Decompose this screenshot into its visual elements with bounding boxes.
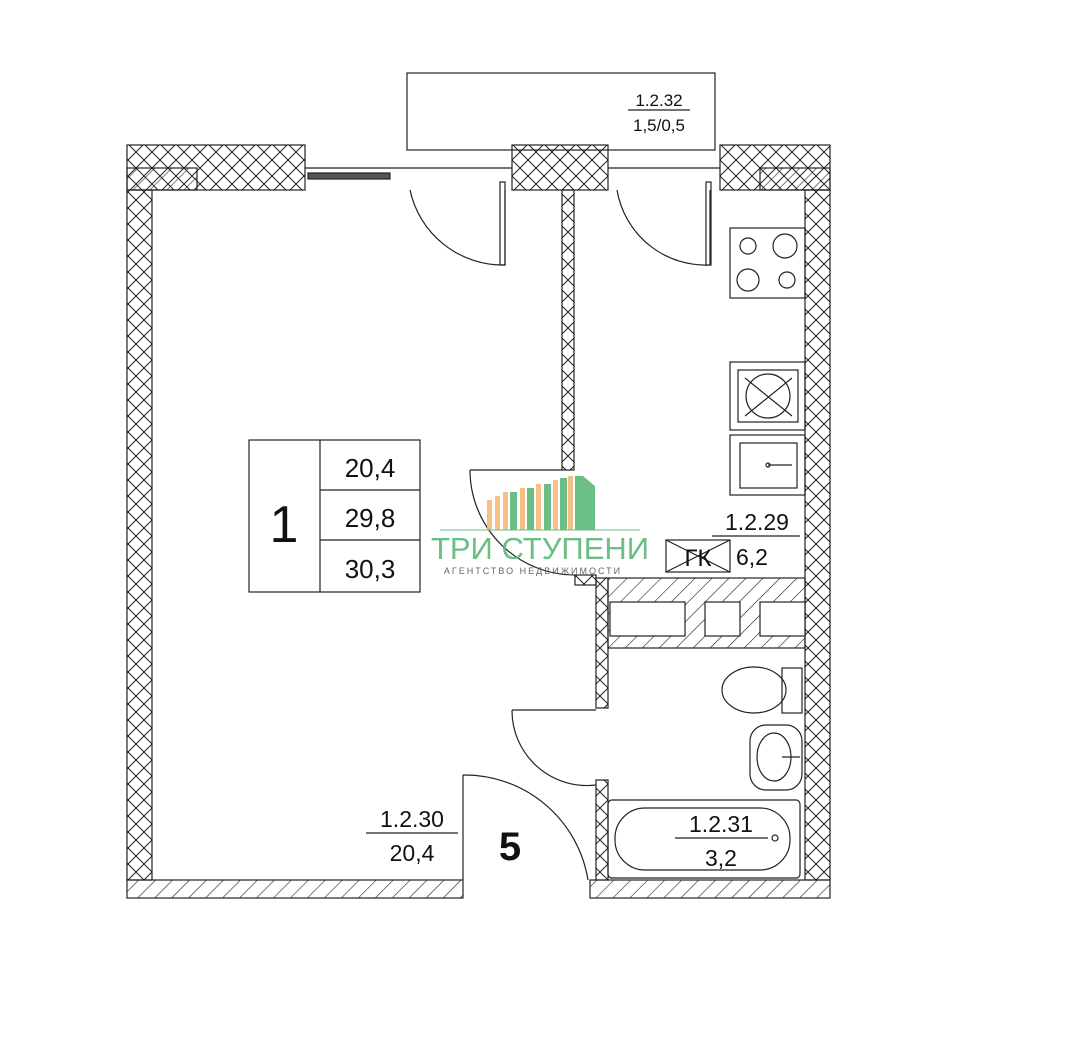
room-area: 1,5/0,5: [633, 116, 685, 135]
room-id: 1.2.31: [689, 811, 753, 837]
room-id: 1.2.30: [380, 806, 444, 832]
door-leaf: [499, 181, 506, 266]
summary-box: [248, 439, 421, 593]
right-wall: [804, 189, 831, 881]
niche: [609, 601, 686, 637]
bathtub: [607, 799, 801, 879]
door-leaf: [705, 181, 712, 266]
balcony: [406, 72, 716, 151]
room-id: 1.2.32: [635, 91, 682, 110]
left-wall: [126, 189, 153, 881]
bottom-wall: [126, 879, 464, 899]
room-area: 3,2: [705, 845, 737, 871]
rooms-count: 1: [270, 496, 299, 554]
bathroom-door: [511, 709, 597, 787]
washbasin: [749, 724, 803, 791]
logo-orange-bars: [487, 476, 573, 530]
total-area: 29,8: [345, 503, 396, 533]
oven: [729, 361, 806, 431]
room-area: 20,4: [390, 840, 435, 866]
logo-name: ТРИ СТУПЕНИ: [431, 531, 649, 566]
living-area: 20,4: [345, 453, 396, 483]
balcony-door: [409, 189, 506, 266]
partition: [561, 189, 575, 471]
entrance-door: [462, 774, 589, 881]
total-with-balcony: 30,3: [345, 554, 396, 584]
shaft-label: ГК: [685, 545, 712, 572]
logo-green-bars: [510, 476, 595, 530]
bottom-wall: [589, 879, 831, 899]
toilet: [721, 666, 803, 714]
room-area: 6,2: [736, 544, 768, 570]
window: [307, 172, 391, 180]
shaft: [665, 539, 731, 573]
kitchen-balcony-door: [616, 189, 711, 266]
partition: [574, 574, 597, 586]
room-id: 1.2.29: [725, 509, 789, 535]
logo: ТРИ СТУПЕНИ АГЕНТСТВО НЕДВИЖИМОСТИ: [431, 476, 649, 576]
logo-tagline: АГЕНТСТВО НЕДВИЖИМОСТИ: [444, 566, 622, 576]
partition: [595, 779, 609, 881]
niche: [759, 601, 806, 637]
stove: [729, 227, 806, 299]
niche: [704, 601, 741, 637]
kitchen-door: [469, 469, 576, 576]
kitchen-sink: [729, 434, 806, 496]
partition: [595, 577, 609, 709]
top-wall: [126, 144, 831, 191]
entrance-number: 5: [499, 825, 521, 869]
